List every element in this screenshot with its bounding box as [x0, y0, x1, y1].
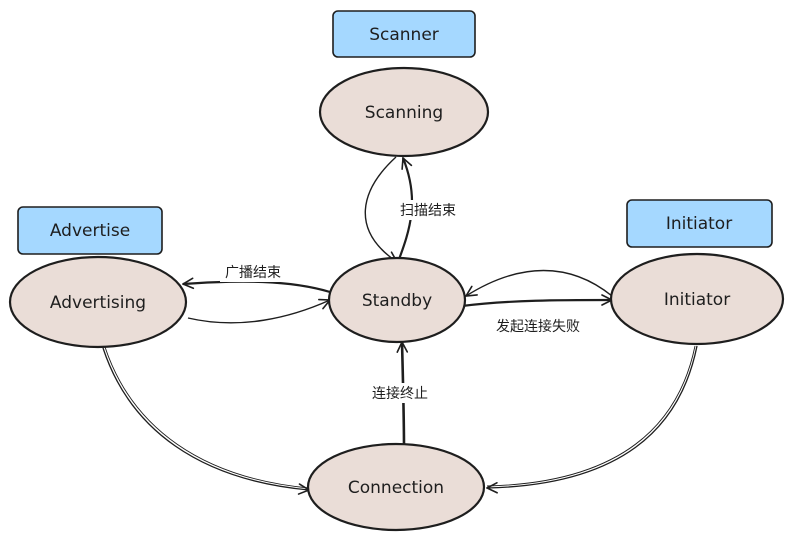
state-connection-label: Connection [348, 478, 444, 498]
edge-label-init-fail: 发起连接失败 [489, 316, 587, 336]
state-standby-label: Standby [362, 291, 432, 311]
tag-initiator-label: Initiator [666, 214, 732, 234]
state-initiator-label: Initiator [664, 290, 730, 310]
state-advertising-label: Advertising [50, 293, 146, 313]
init-fail-label: 发起连接失败 [496, 318, 580, 335]
tag-scanner: Scanner [332, 10, 476, 58]
scan-end-label: 扫描结束 [400, 203, 456, 219]
state-standby: Standby [327, 256, 467, 344]
tag-advertise-label: Advertise [50, 221, 130, 241]
edge-initiator-to-connection [487, 345, 698, 488]
conn-end-label: 连接终止 [372, 385, 428, 402]
edge-standby-to-advertising [183, 282, 331, 294]
edge-advertising-to-connection [102, 347, 309, 490]
state-scanning-label: Scanning [365, 103, 443, 123]
tag-advertise: Advertise [17, 206, 163, 255]
edge-standby-to-initiator [461, 300, 612, 308]
state-connection: Connection [306, 442, 486, 532]
tag-scanner-label: Scanner [369, 25, 439, 45]
state-advertising: Advertising [8, 255, 188, 349]
edge-label-scan-end: 扫描结束 [395, 200, 461, 220]
state-initiator: Initiator [609, 252, 785, 346]
state-scanning: Scanning [318, 66, 490, 158]
edge-advertising-to-standby [187, 300, 330, 324]
edge-label-adv-end: 广播结束 [220, 262, 286, 282]
edge-initiator-to-standby [466, 269, 613, 297]
adv-end-label: 广播结束 [225, 265, 281, 281]
tag-initiator: Initiator [626, 199, 773, 248]
edge-scanning-to-standby [364, 156, 397, 262]
edge-label-conn-end: 连接终止 [366, 383, 434, 403]
